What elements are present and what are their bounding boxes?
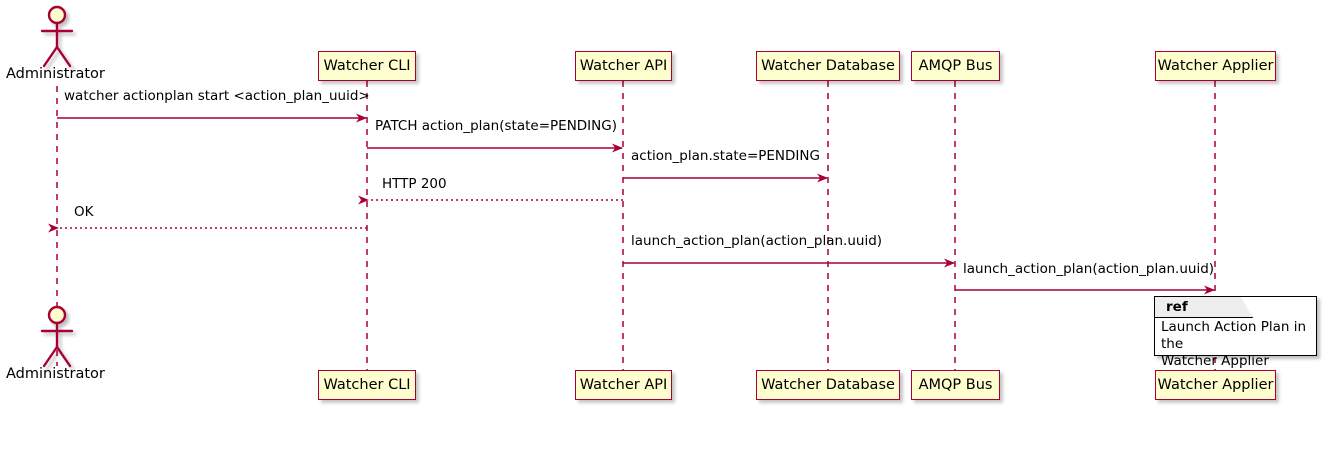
ref-fragment: ref Launch Action Plan in the Watcher Ap…	[1154, 296, 1317, 369]
participant-api-top[interactable]: Watcher API	[575, 51, 672, 81]
actor-label-admin-bottom: Administrator	[6, 366, 105, 382]
participant-db-bottom[interactable]: Watcher Database	[756, 370, 900, 400]
actor-glyph-admin-bottom	[40, 305, 74, 368]
participant-amqp-top[interactable]: AMQP Bus	[911, 51, 1000, 81]
ref-fragment-line-1: Launch Action Plan in the	[1161, 319, 1307, 352]
message-label-1: watcher actionplan start <action_plan_uu…	[64, 88, 370, 104]
ref-fragment-tab-label: ref	[1166, 299, 1188, 315]
ref-fragment-line-2: Watcher Applier	[1161, 353, 1269, 369]
participant-applier-bottom[interactable]: Watcher Applier	[1155, 370, 1276, 400]
message-label-2: PATCH action_plan(state=PENDING)	[375, 118, 617, 134]
message-label-6: launch_action_plan(action_plan.uuid)	[631, 233, 883, 249]
participant-amqp-bottom[interactable]: AMQP Bus	[911, 370, 1000, 400]
ref-fragment-tab: ref	[1155, 297, 1253, 318]
message-label-7: launch_action_plan(action_plan.uuid)	[963, 261, 1215, 277]
actor-glyph-group	[40, 5, 74, 368]
participant-cli-top[interactable]: Watcher CLI	[318, 51, 416, 81]
participant-db-top[interactable]: Watcher Database	[756, 51, 900, 81]
participant-applier-top[interactable]: Watcher Applier	[1155, 51, 1276, 81]
message-label-3: action_plan.state=PENDING	[631, 148, 820, 164]
participant-api-bottom[interactable]: Watcher API	[575, 370, 672, 400]
ref-fragment-body: Launch Action Plan in the Watcher Applie…	[1161, 319, 1312, 370]
message-label-4: HTTP 200	[382, 176, 447, 192]
lifelines-group	[56, 81, 1216, 370]
message-arrows-group	[48, 113, 1215, 295]
participant-cli-bottom[interactable]: Watcher CLI	[318, 370, 416, 400]
actor-label-admin-top: Administrator	[6, 66, 105, 82]
message-label-5: OK	[74, 204, 94, 220]
actor-glyph-admin-top	[40, 5, 74, 68]
